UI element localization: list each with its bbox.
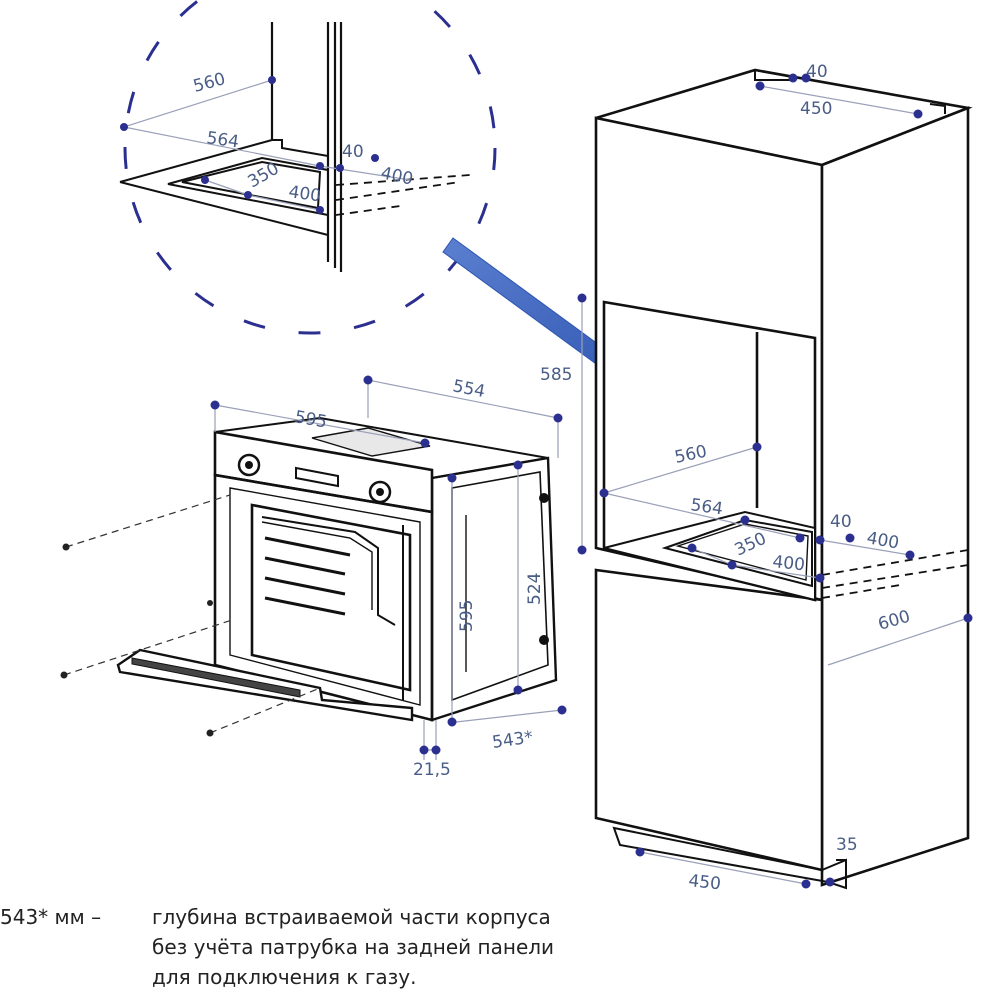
oven-label-595-width: 595	[293, 407, 328, 432]
detail-shelf	[119, 139, 329, 236]
detail-label-400a: 400	[379, 163, 415, 189]
cabinet-label-400b: 400	[771, 552, 805, 575]
cabinet-label-40: 40	[830, 512, 852, 532]
oven-dim-lines	[214, 379, 563, 760]
oven-display	[295, 466, 339, 488]
oven-label-543: 543*	[491, 727, 534, 753]
oven-dashed-lines	[63, 494, 321, 734]
cabinet-drawing: 40 450 585 560 564 40 400 350 400 600 35…	[540, 62, 973, 894]
cabinet-label-585: 585	[540, 365, 572, 385]
oven-label-21-5: 21,5	[413, 760, 451, 780]
cabinet-lower-front	[594, 568, 824, 872]
oven-rack-rails	[264, 536, 351, 616]
cabinet-label-35: 35	[836, 835, 858, 855]
cabinet-label-top-450: 450	[800, 99, 832, 119]
oven-label-595-height: 595	[457, 600, 477, 632]
cabinet-label-top-40: 40	[806, 62, 828, 82]
cabinet-dashed	[821, 549, 969, 599]
detail-label-564: 564	[205, 128, 240, 152]
oven-label-524: 524	[525, 573, 545, 605]
cabinet-label-bottom-450: 450	[687, 871, 721, 894]
footnote-line-2: без учёта патрубка на задней панели	[152, 935, 555, 959]
detail-inset: 560 564 40 400 350 400	[119, 0, 497, 335]
detail-dashed	[335, 174, 471, 216]
oven-drawing: 595 554 595 524 543* 21,5	[60, 375, 567, 780]
footnote-line-1: глубина встраиваемой части корпуса	[152, 905, 551, 929]
cabinet-side	[820, 106, 970, 887]
oven-dim-dots	[210, 375, 567, 755]
detail-circle	[123, 0, 497, 335]
detail-dim-dots	[120, 76, 379, 214]
detail-dim-lines	[123, 79, 411, 211]
detail-label-560: 560	[191, 69, 228, 97]
detail-side-wall	[270, 22, 343, 272]
footnote: 543* мм – глубина встраиваемой части кор…	[0, 902, 660, 992]
footnote-key: 543* мм –	[0, 905, 102, 929]
cabinet-dim-dots	[577, 73, 973, 889]
footnote-line-3: для подключения к газу.	[152, 965, 417, 989]
cabinet-dim-lines	[581, 85, 969, 885]
detail-label-40: 40	[342, 142, 364, 162]
detail-label-400b: 400	[287, 182, 322, 206]
oven-cavity	[250, 503, 412, 692]
cabinet-label-564: 564	[689, 495, 724, 519]
